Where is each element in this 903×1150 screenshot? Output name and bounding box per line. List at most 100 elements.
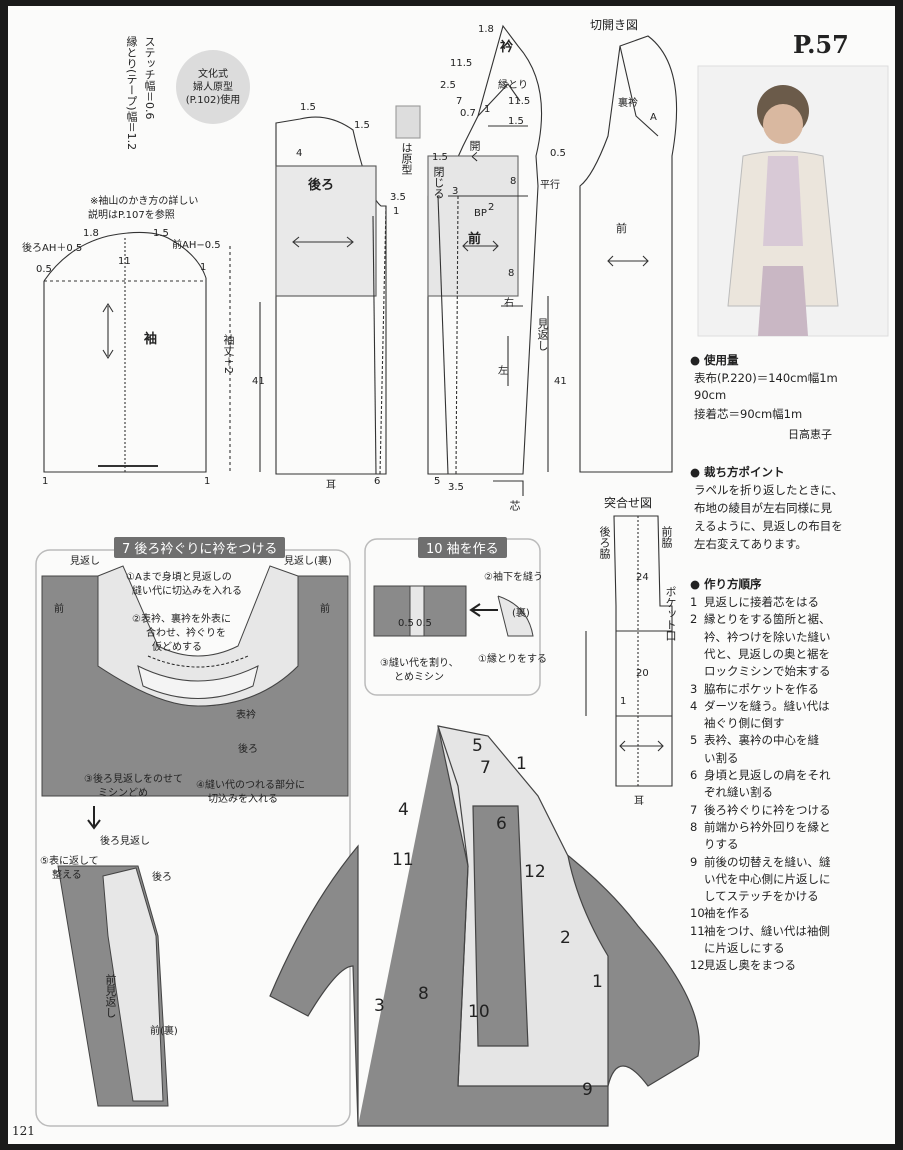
order-step-number: 2 bbox=[690, 612, 698, 627]
order-step: 11袖をつけ、縫い代は袖側 bbox=[690, 923, 830, 939]
order-step-text: 見返しに接着芯をはる bbox=[704, 595, 819, 609]
order-step: 10袖を作る bbox=[690, 905, 750, 921]
order-step: ぞれ縫い割る bbox=[690, 784, 773, 800]
order-step: 1 見返しに接着芯をはる bbox=[690, 594, 819, 610]
dim-value: 1 bbox=[484, 104, 491, 115]
step7-label: 後ろ bbox=[152, 872, 172, 883]
dim-value: 0.5 bbox=[36, 264, 52, 275]
designer-credit: 日高恵子 bbox=[788, 428, 832, 441]
order-step-number: 1 bbox=[690, 595, 698, 609]
dim-value: 1.8 bbox=[478, 24, 494, 35]
order-step-number: 8 bbox=[690, 819, 698, 834]
edge-label: 縁とり bbox=[498, 80, 528, 91]
order-step-text: 縁とりをする箇所と裾、 bbox=[704, 612, 831, 627]
order-step-number: 6 bbox=[690, 768, 698, 782]
coat-step-number: 12 bbox=[524, 862, 546, 882]
step10-title: 10 袖を作る bbox=[418, 537, 507, 558]
coat-step-number: 7 bbox=[480, 758, 491, 778]
tape-width-note: 縁とり(テープ)幅＝1.2 bbox=[125, 36, 138, 151]
cutaway-front-label: 前 bbox=[616, 222, 627, 235]
coat-step-number: 1 bbox=[592, 972, 603, 992]
back-body-label: 後ろ bbox=[308, 178, 335, 193]
dim-value: 11.5 bbox=[508, 96, 531, 107]
order-step-text: 前後の切替えを縫い、縫 bbox=[704, 854, 831, 869]
front-body-label: 前 bbox=[468, 232, 482, 247]
order-step-number: 7 bbox=[690, 802, 698, 817]
step7-title: 7 後ろ衿ぐりに衿をつける bbox=[114, 537, 286, 558]
coat-step-number: 11 bbox=[392, 850, 414, 870]
step7-label: 前 bbox=[320, 604, 330, 615]
step10-note: ②袖下を縫う bbox=[484, 572, 543, 583]
order-step-text: 袖ぐり側に倒す bbox=[704, 716, 785, 731]
coat-step-number: 2 bbox=[560, 928, 571, 948]
step7-note: ミシンどめ bbox=[98, 788, 148, 799]
dim-value: 11 bbox=[118, 256, 131, 267]
order-step-text: 後ろ衿ぐりに衿をつける bbox=[704, 802, 831, 817]
core-label: 芯 bbox=[508, 500, 521, 511]
step7-label: 前見返し bbox=[104, 974, 117, 1018]
order-step-number: 4 bbox=[690, 698, 698, 713]
left-label: 左 bbox=[498, 366, 508, 377]
dim-value: 7 bbox=[456, 96, 463, 107]
dim-value: 3.5 bbox=[448, 482, 464, 493]
coat-step-number: 3 bbox=[374, 996, 385, 1016]
order-step: 6 身頃と見返しの肩をそれ bbox=[690, 767, 831, 783]
dim-value: 5 bbox=[434, 476, 441, 487]
sleeve-note: ※袖山のかき方の詳しい bbox=[90, 196, 199, 207]
dim-value: 41 bbox=[252, 376, 265, 387]
order-step-number: 9 bbox=[690, 854, 698, 869]
parallel-label: 平行 bbox=[540, 180, 560, 191]
dim-value: 1 bbox=[42, 476, 49, 487]
cutting-line: 左右変えてあります。 bbox=[694, 537, 807, 551]
step7-label: 見返し(裏) bbox=[284, 556, 332, 567]
front-side-label: 前脇 bbox=[660, 526, 673, 548]
coat-step-number: 4 bbox=[398, 800, 409, 820]
step7-note: ④縫い代のつれる部分に bbox=[196, 780, 305, 791]
step7-note: 縫い代に切込みを入れる bbox=[132, 586, 242, 597]
coat-step-number: 8 bbox=[418, 984, 429, 1004]
cutting-title: ● 裁ち方ポイント bbox=[690, 465, 785, 479]
selvage-label: 耳 bbox=[634, 796, 644, 807]
step7-label: 前(裏) bbox=[150, 1026, 178, 1037]
step7-note: 合わせ、衿ぐりを bbox=[146, 628, 226, 639]
coat-step-number: 10 bbox=[468, 1002, 490, 1022]
dim-value: 1.5 bbox=[432, 152, 448, 163]
order-step: 12見返し奥をまつる bbox=[690, 957, 796, 973]
order-step-text: 代と、見返しの奥と裾を bbox=[704, 646, 831, 661]
step7-label: 後ろ bbox=[238, 744, 258, 755]
dim-value: 1 bbox=[620, 696, 627, 707]
original-note: は原型 bbox=[400, 142, 413, 175]
order-step: してステッチをかける bbox=[690, 888, 819, 904]
order-step-text: ダーツを縫う。縫い代は bbox=[704, 698, 830, 713]
sleeve-label: 袖 bbox=[144, 332, 158, 347]
dim-value: 6 bbox=[374, 476, 381, 487]
open-label: 開く bbox=[468, 140, 481, 162]
dim-value: 20 bbox=[636, 668, 649, 679]
cutting-line: 布地の綾目が左右同様に見 bbox=[694, 501, 832, 515]
order-step: 2 縁とりをする箇所と裾、 bbox=[690, 611, 831, 627]
dim-value: 2.5 bbox=[440, 80, 456, 91]
collar-label: 衿 bbox=[500, 40, 514, 55]
step7-label: 前 bbox=[54, 604, 64, 615]
dim-value: 1 bbox=[200, 262, 207, 273]
order-step: 7 後ろ衿ぐりに衿をつける bbox=[690, 802, 831, 818]
order-step: りする bbox=[690, 836, 739, 852]
order-step-number: 3 bbox=[690, 681, 698, 696]
step7-label: 表衿 bbox=[236, 710, 256, 721]
dim-value: 1.5 bbox=[153, 228, 169, 239]
combine-title: 突合せ図 bbox=[604, 496, 653, 510]
dim-value: 1 bbox=[204, 476, 211, 487]
order-step-text: に片返しにする bbox=[704, 941, 785, 955]
materials-line: 90cm bbox=[694, 388, 727, 402]
pocket-label: ポケット口 bbox=[664, 586, 677, 641]
cutting-line: ラペルを折り返したときに、 bbox=[694, 483, 844, 497]
dim-value: 24 bbox=[636, 572, 649, 583]
coat-step-number: 1 bbox=[516, 754, 527, 774]
sleeve-length: 袖丈＋2 bbox=[222, 334, 235, 374]
step10-note: ③縫い代を割り、 bbox=[380, 658, 459, 669]
step10-label: (裏) bbox=[512, 608, 530, 619]
back-side-label: 後ろ脇 bbox=[598, 526, 611, 559]
order-step-text: 身頃と見返しの肩をそれ bbox=[704, 768, 831, 782]
